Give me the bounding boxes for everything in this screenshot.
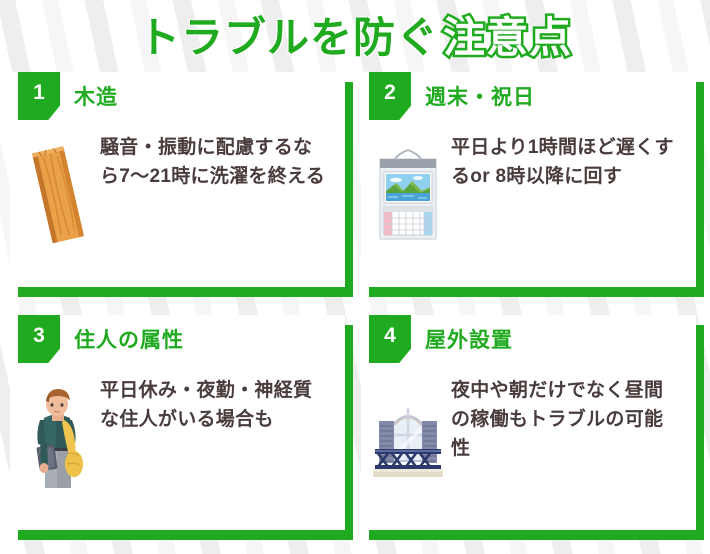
wall-calendar-icon bbox=[369, 140, 447, 250]
card-4-text: 夜中や朝だけでなく昼間の稼働もトラブルの可能性 bbox=[451, 380, 664, 459]
card-4-number-badge: 4 bbox=[369, 315, 411, 363]
card-2-title: 週末・祝日 bbox=[425, 86, 535, 109]
card-3-header: 3 住人の属性 bbox=[10, 315, 345, 367]
card-4-body: 夜中や朝だけでなく昼間の稼働もトラブルの可能性 bbox=[361, 367, 696, 493]
card-3-number-badge: 3 bbox=[18, 315, 60, 363]
cards-grid: 1 木造 bbox=[0, 72, 710, 554]
card-2: 2 週末・祝日 bbox=[361, 72, 704, 297]
card-4-header: 4 屋外設置 bbox=[361, 315, 696, 367]
person-with-backpack-icon bbox=[18, 383, 96, 493]
card-1: 1 木造 bbox=[10, 72, 353, 297]
page-title-highlight: 注意点 bbox=[440, 14, 573, 61]
card-1-text: 騒音・振動に配慮するなら7〜21時に洗濯を終える bbox=[100, 137, 326, 187]
card-3-text: 平日休み・夜勤・神経質な住人がいる場合も bbox=[100, 380, 313, 430]
card-1-header: 1 木造 bbox=[10, 72, 345, 124]
card-1-title: 木造 bbox=[74, 86, 118, 109]
page-title-plain: トラブルを防ぐ bbox=[137, 14, 439, 61]
card-2-body: 平日より1時間ほど遅くするor 8時以降に回す bbox=[361, 124, 696, 250]
card-3: 3 住人の属性 bbox=[10, 315, 353, 540]
card-4-title: 屋外設置 bbox=[425, 329, 513, 352]
card-2-number-badge: 2 bbox=[369, 72, 411, 120]
wooden-plank-icon bbox=[18, 140, 96, 250]
card-3-body: 平日休み・夜勤・神経質な住人がいる場合も bbox=[10, 367, 345, 493]
card-2-header: 2 週末・祝日 bbox=[361, 72, 696, 124]
card-1-body: 騒音・振動に配慮するなら7〜21時に洗濯を終える bbox=[10, 124, 345, 250]
card-1-number-badge: 1 bbox=[18, 72, 60, 120]
card-2-text: 平日より1時間ほど遅くするor 8時以降に回す bbox=[451, 137, 674, 187]
page-title: トラブルを防ぐ注意点 bbox=[0, 0, 710, 72]
card-3-title: 住人の属性 bbox=[74, 329, 184, 352]
card-4: 4 屋外設置 bbox=[361, 315, 704, 540]
balcony-window-icon bbox=[369, 383, 447, 493]
